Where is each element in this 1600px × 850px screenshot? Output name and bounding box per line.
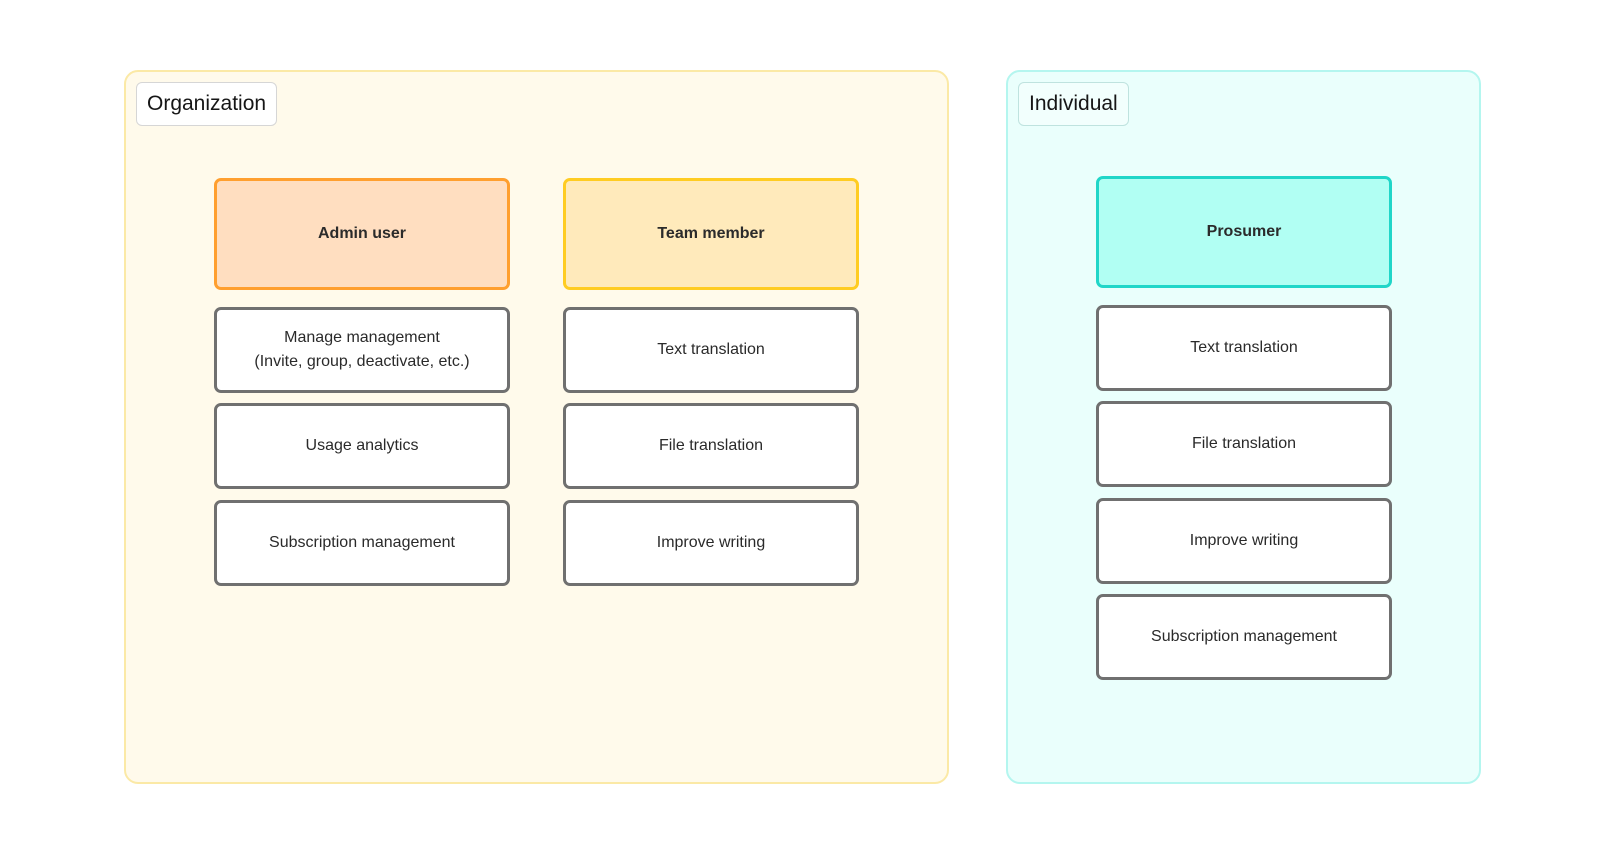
team-item-improve-writing[interactable]: Improve writing	[563, 500, 859, 586]
team-item-file-translation[interactable]: File translation	[563, 403, 859, 489]
prosumer-item-file-translation[interactable]: File translation	[1096, 401, 1392, 487]
prosumer-item-subscription-management[interactable]: Subscription management	[1096, 594, 1392, 680]
admin-item-usage-analytics[interactable]: Usage analytics	[214, 403, 510, 489]
prosumer-item-text-translation[interactable]: Text translation	[1096, 305, 1392, 391]
admin-user-header[interactable]: Admin user	[214, 178, 510, 290]
organization-label: Organization	[136, 82, 278, 126]
prosumer-header[interactable]: Prosumer	[1096, 176, 1392, 288]
admin-item-manage-management[interactable]: Manage management (Invite, group, deacti…	[214, 307, 510, 393]
team-member-header[interactable]: Team member	[563, 178, 859, 290]
admin-item-subscription-management[interactable]: Subscription management	[214, 500, 510, 586]
individual-label: Individual	[1018, 82, 1129, 126]
team-item-text-translation[interactable]: Text translation	[563, 307, 859, 393]
prosumer-item-improve-writing[interactable]: Improve writing	[1096, 498, 1392, 584]
